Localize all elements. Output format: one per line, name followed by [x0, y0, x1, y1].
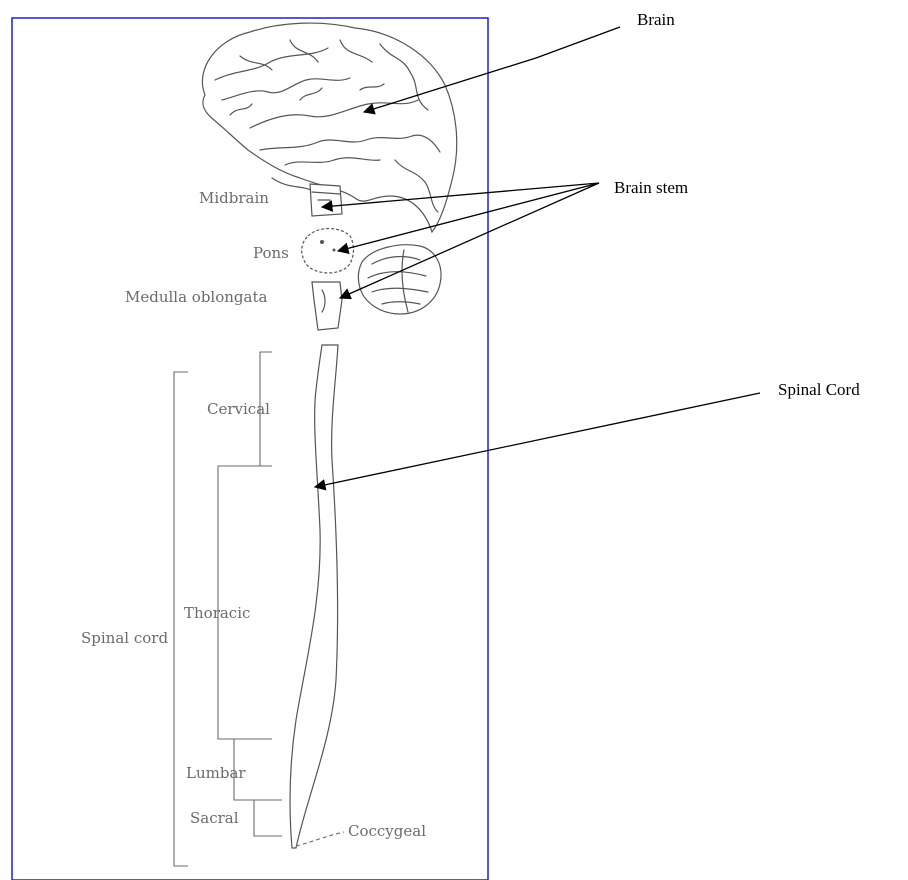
- brain-callout-label: Brain: [637, 10, 675, 29]
- pons-label: Pons: [253, 244, 289, 262]
- cervical-label: Cervical: [207, 400, 270, 418]
- thoracic-bracket: [218, 466, 272, 739]
- coccygeal-label: Coccygeal: [348, 822, 426, 840]
- spinal-cord-callout-label: Spinal Cord: [778, 380, 860, 399]
- pons-illustration: [302, 229, 354, 273]
- lumbar-label: Lumbar: [186, 764, 246, 782]
- spinal-cord-illustration: [290, 345, 338, 848]
- sacral-label: Sacral: [190, 809, 239, 827]
- spinal-cord-sketch-label: Spinal cord: [81, 629, 168, 647]
- medulla-illustration: [312, 282, 342, 330]
- spinal-cord-arrow: [315, 393, 760, 487]
- midbrain-illustration: [310, 184, 342, 216]
- thoracic-label: Thoracic: [184, 604, 250, 622]
- midbrain-label: Midbrain: [199, 189, 269, 207]
- sacral-bracket: [254, 800, 282, 836]
- spinal-cord-callout: Spinal Cord: [315, 380, 860, 487]
- brain-callout-leader: [536, 27, 620, 58]
- coccygeal-leader: [296, 832, 344, 846]
- brain-stem-callout-label: Brain stem: [614, 178, 688, 197]
- cerebellum-illustration: [358, 245, 441, 314]
- medulla-oblongata-label: Medulla oblongata: [125, 288, 267, 306]
